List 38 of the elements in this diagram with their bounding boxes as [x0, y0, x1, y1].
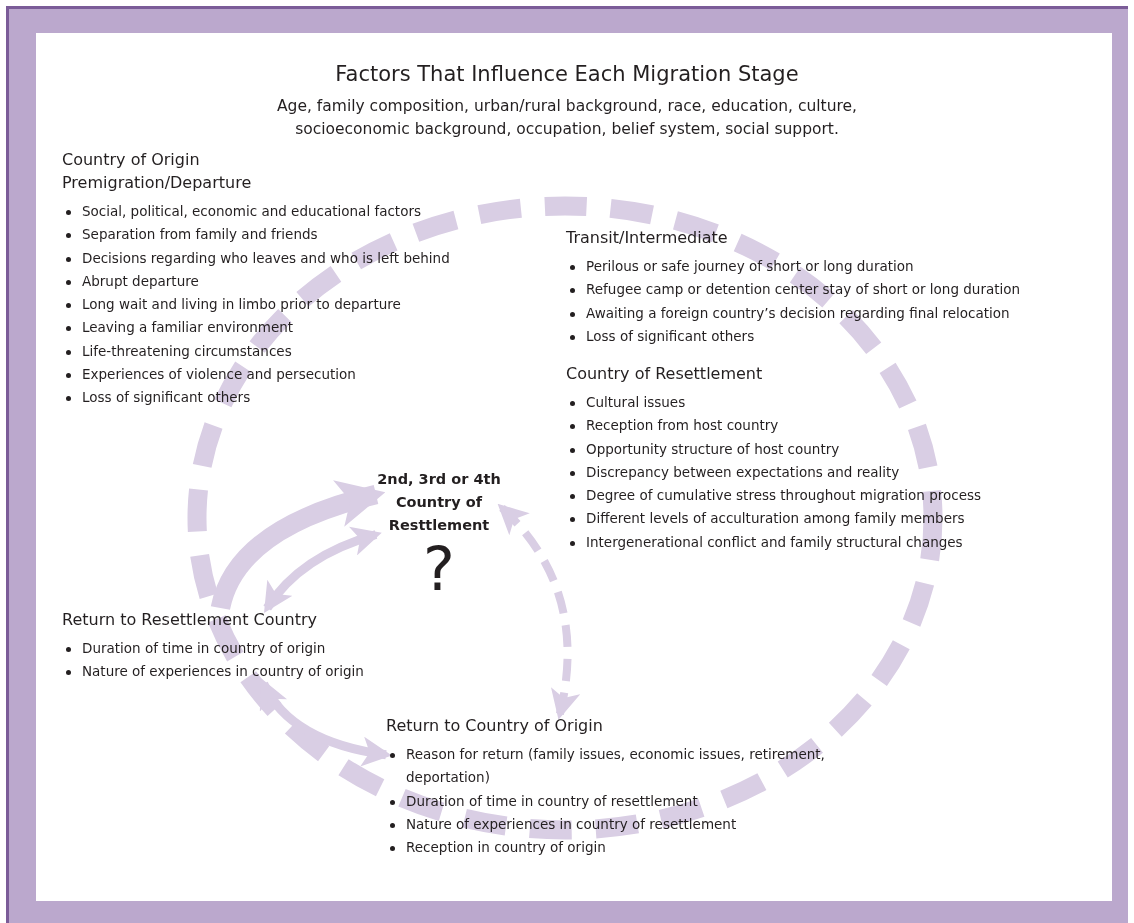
- section-heading: Transit/Intermediate: [566, 227, 729, 249]
- list-item: Life-threatening circumstances: [82, 342, 292, 359]
- arrow: [263, 527, 382, 613]
- section-heading: Return to Country of Origin: [386, 715, 604, 737]
- list-item: Awaiting a foreign country’s decision regarding final relocation: [586, 304, 1010, 321]
- list-item: Long wait and living in limbo prior to departure: [82, 296, 401, 313]
- list-item: Discrepancy between expectations and reality: [586, 463, 900, 480]
- arrow: [497, 503, 580, 720]
- list-item: Reception in country of origin: [406, 839, 606, 856]
- list-item: Social, political, economic and educational factors: [82, 203, 421, 219]
- list-item: Separation from family and friends: [82, 226, 318, 243]
- list-item: Opportunity structure of host country: [586, 440, 840, 457]
- list-item: Loss of significant others: [586, 327, 755, 344]
- list-item: Duration of time in country of origin: [82, 640, 326, 656]
- list-item: Reception from host country: [586, 417, 779, 434]
- list-item: Decisions regarding who leaves and who is left behind: [82, 249, 450, 266]
- list-item: Cultural issues: [586, 394, 686, 410]
- list-item: Intergenerational conflict and family structural changes: [586, 533, 963, 550]
- subtitle-text: Age, family composition, urban/rural background, race, education, culture, socioeconomic background, occupation, belief system, social support.: [276, 96, 858, 140]
- list-item: Nature of experiences in country of origin: [82, 663, 364, 680]
- section-heading: Return to Resettlement Country: [62, 609, 319, 631]
- list-item: Reason for return (family issues, economic issues, retirement, deportation): [406, 746, 825, 786]
- list-item: Abrupt departure: [82, 272, 199, 289]
- list-item: Leaving a familiar environment: [82, 319, 294, 336]
- list-item: Nature of experiences in country of resettlement: [406, 815, 737, 832]
- list-item: Duration of time in country of resettlement: [406, 792, 698, 809]
- section-heading: Country of Resettlement: [566, 363, 764, 385]
- list-item: Degree of cumulative stress throughout migration process: [586, 487, 982, 504]
- section-heading: Country of Origin Premigration/Departure: [62, 149, 253, 194]
- list-item: Different levels of acculturation among family members: [586, 510, 965, 527]
- list-item: Loss of significant others: [82, 389, 251, 406]
- section-heading: 2nd, 3rd or 4th Country of Resttlement: [376, 470, 502, 535]
- question-mark: ?: [422, 537, 456, 601]
- list-item: Experiences of violence and persecution: [82, 366, 356, 383]
- list-item: Perilous or safe journey of short or long duration: [586, 258, 914, 274]
- arrow: [259, 678, 392, 766]
- title: Factors That Influence Each Migration Stage: [334, 62, 800, 86]
- list-item: Refugee camp or detention center stay of short or long duration: [586, 281, 1021, 298]
